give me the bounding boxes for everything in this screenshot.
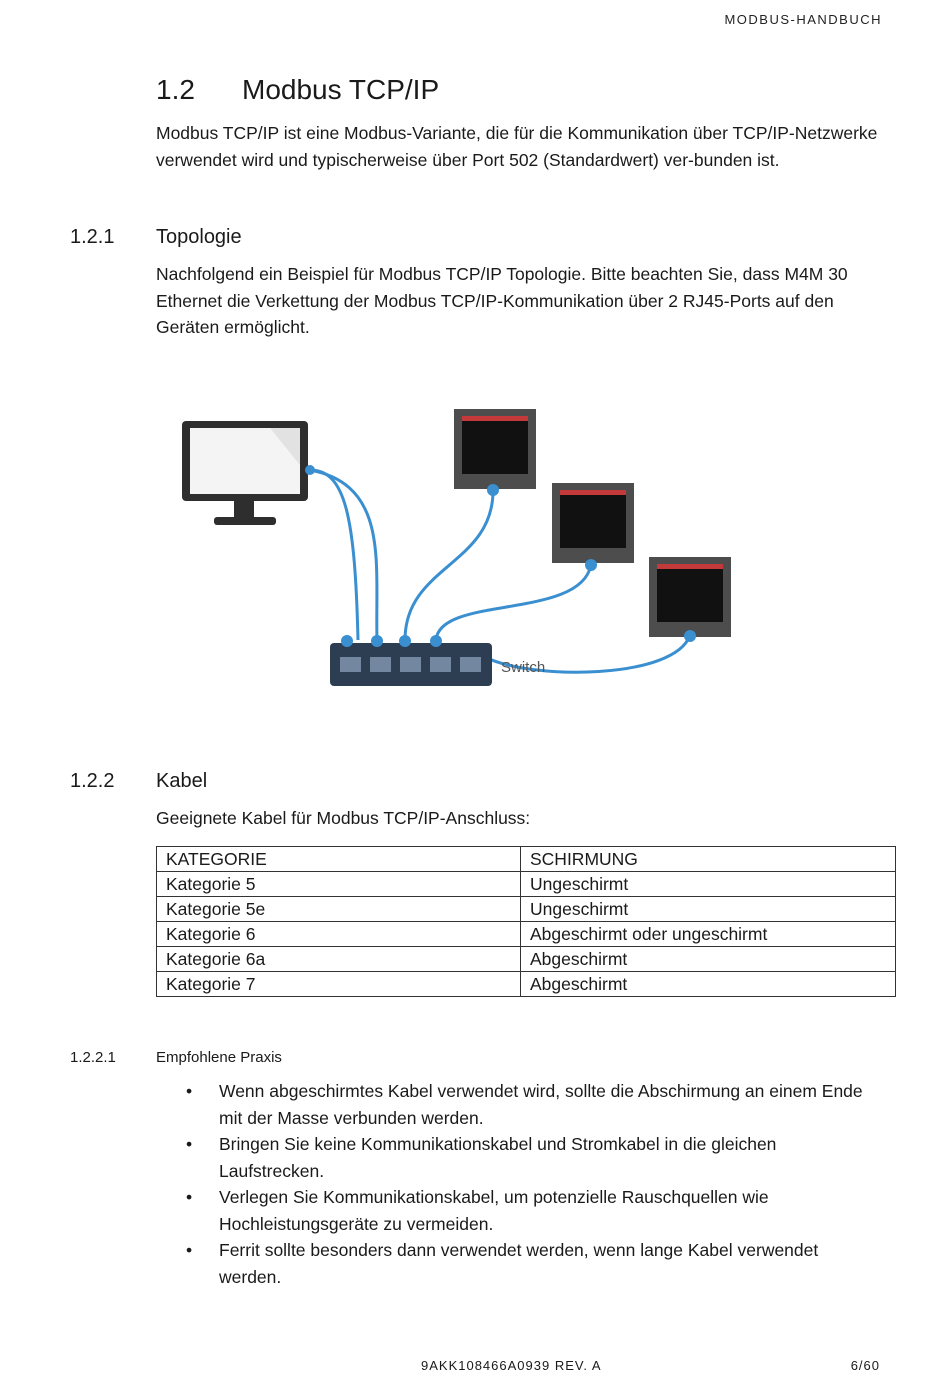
table-cell: Ungeschirmt: [520, 871, 896, 897]
practice-number: 1.2.2.1: [70, 1049, 116, 1066]
list-item: • Wenn abgeschirmtes Kabel verwendet wird…: [156, 1078, 876, 1131]
cable-number: 1.2.2: [70, 770, 115, 792]
topology-number: 1.2.1: [70, 226, 115, 248]
table-cell: Kategorie 6: [156, 921, 521, 947]
table-cell: Ungeschirmt: [520, 896, 896, 922]
topology-diagram: Switch: [182, 409, 731, 686]
list-item: • Ferrit sollte besonders dann verwendet …: [156, 1237, 876, 1290]
cable-device-3: [484, 634, 692, 674]
bullet-icon: •: [186, 1187, 193, 1207]
table-cell: Abgeschirmt: [520, 946, 896, 972]
meter-device-icon: [454, 409, 536, 496]
table-header-row: KATEGORIE SCHIRMUNG: [156, 846, 896, 872]
list-item-text: Bringen Sie keine Kommunikationskabel un…: [219, 1134, 777, 1181]
bullet-icon: •: [186, 1240, 193, 1260]
cable-device-2: [434, 564, 593, 641]
table-cell: Abgeschirmt oder ungeschirmt: [520, 921, 896, 947]
cable-text: Geeignete Kabel für Modbus TCP/IP-Anschl…: [156, 808, 531, 828]
section-number: 1.2: [156, 74, 195, 105]
meter-device-icon: [552, 483, 634, 571]
list-item: • Verlegen Sie Kommunikationskabel, um po…: [156, 1184, 876, 1237]
section-intro: Modbus TCP/IP ist eine Modbus-Variante, …: [156, 123, 878, 170]
cable-title: Kabel: [156, 770, 208, 792]
table-cell: Kategorie 6a: [156, 946, 521, 972]
table-row: Kategorie 6a Abgeschirmt: [156, 946, 896, 972]
table-row: Kategorie 5 Ungeschirmt: [156, 871, 896, 897]
footer-page-number: 6/60: [850, 1358, 880, 1373]
switch-label: Switch: [501, 659, 545, 676]
meter-device-icon: [649, 557, 731, 642]
list-item-text: Ferrit sollte besonders dann verwendet w…: [219, 1240, 819, 1287]
table-row: Kategorie 5e Ungeschirmt: [156, 896, 896, 922]
table-header-cell: KATEGORIE: [156, 846, 521, 872]
cable-monitor-a: [309, 468, 360, 641]
list-item: • Bringen Sie keine Kommunikationskabel u…: [156, 1131, 876, 1184]
network-switch-icon: [330, 635, 492, 686]
table-row: Kategorie 6 Abgeschirmt oder ungeschirmt: [156, 921, 896, 947]
table-cell: Kategorie 7: [156, 971, 521, 997]
cable-device-1: [403, 487, 495, 641]
practice-list: • Wenn abgeschirmtes Kabel verwendet wird…: [156, 1078, 876, 1290]
topology-text: Nachfolgend ein Beispiel für Modbus TCP/…: [156, 264, 848, 337]
cable-table: KATEGORIE SCHIRMUNG Kategorie 5 Ungeschi…: [156, 846, 896, 997]
document-header: MODBUS-HANDBUCH: [724, 12, 882, 27]
network-cables: [309, 468, 692, 674]
bullet-icon: •: [186, 1081, 193, 1101]
table-cell: Kategorie 5: [156, 871, 521, 897]
monitor-icon: [182, 421, 315, 525]
table-cell: Kategorie 5e: [156, 896, 521, 922]
topology-title: Topologie: [156, 226, 242, 248]
cable-monitor-b: [309, 468, 379, 641]
bullet-icon: •: [186, 1134, 193, 1154]
list-item-text: Wenn abgeschirmtes Kabel verwendet wird,…: [219, 1081, 863, 1128]
table-cell: Abgeschirmt: [520, 971, 896, 997]
section-title: Modbus TCP/IP: [242, 74, 440, 105]
list-item-text: Verlegen Sie Kommunikationskabel, um pot…: [219, 1187, 769, 1234]
table-row: Kategorie 7 Abgeschirmt: [156, 971, 896, 997]
footer-document-code: 9AKK108466A0939 REV. A: [421, 1358, 602, 1373]
table-header-cell: SCHIRMUNG: [520, 846, 896, 872]
practice-title: Empfohlene Praxis: [156, 1049, 282, 1066]
